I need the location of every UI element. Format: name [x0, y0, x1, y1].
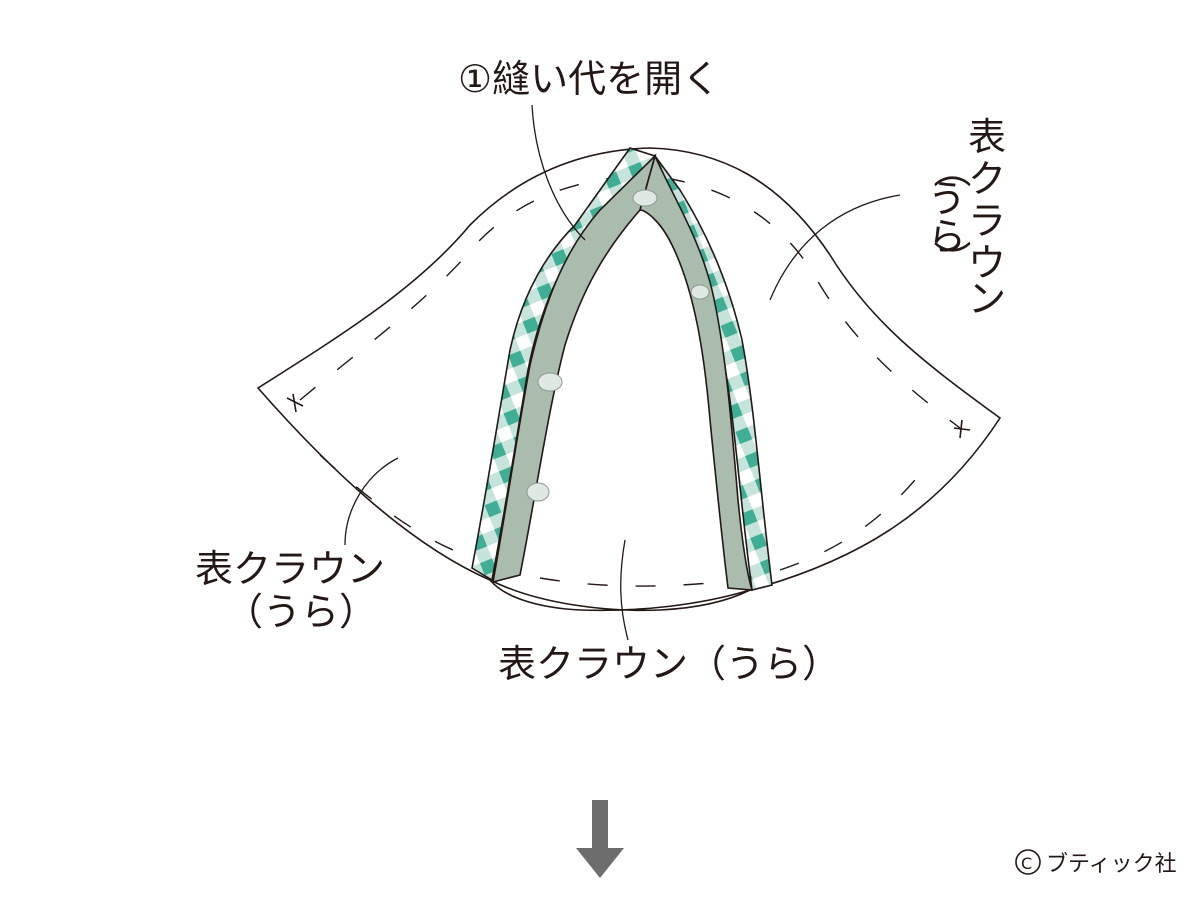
leader-bottom: [620, 539, 629, 641]
label-step: ①縫い代を開く: [458, 57, 720, 101]
svg-text:ら: ら: [928, 215, 966, 259]
copyright-icon: [1015, 849, 1041, 875]
copyright: C ブティック社: [1015, 849, 1177, 877]
svg-text:う: う: [928, 177, 966, 221]
leader-left: [344, 457, 399, 546]
crown-outer-shape: [256, 147, 1002, 612]
copyright-text: ブティック社: [1046, 852, 1177, 877]
arrow-down-icon: [576, 800, 624, 878]
svg-text:ラ: ラ: [968, 199, 1006, 243]
svg-text:表: 表: [968, 115, 1006, 159]
svg-text:）: ）: [929, 240, 973, 278]
svg-text:ク: ク: [968, 157, 1006, 201]
label-crown-right-vertical: 表 ク ラ ウ ン （ う ら ）: [928, 115, 1006, 321]
stitch-lines: [299, 174, 961, 587]
svg-text:C: C: [1021, 854, 1032, 873]
svg-text:（: （: [929, 150, 973, 188]
fabric-print: [526, 189, 710, 502]
label-crown-left-2: （うら）: [225, 590, 377, 634]
seam-allowance-left: [471, 147, 657, 582]
leader-lines: [344, 104, 901, 641]
leader-right: [769, 194, 901, 301]
label-crown-bottom: 表クラウン（うら）: [498, 642, 840, 686]
svg-text:ウ: ウ: [968, 241, 1006, 285]
notch-marks: [286, 393, 971, 439]
lining-strip-right: [638, 153, 754, 591]
lining-strip-left: [491, 153, 657, 584]
leader-step: [531, 104, 586, 241]
label-crown-left-1: 表クラウン: [195, 547, 385, 591]
svg-text:ン: ン: [968, 277, 1006, 321]
